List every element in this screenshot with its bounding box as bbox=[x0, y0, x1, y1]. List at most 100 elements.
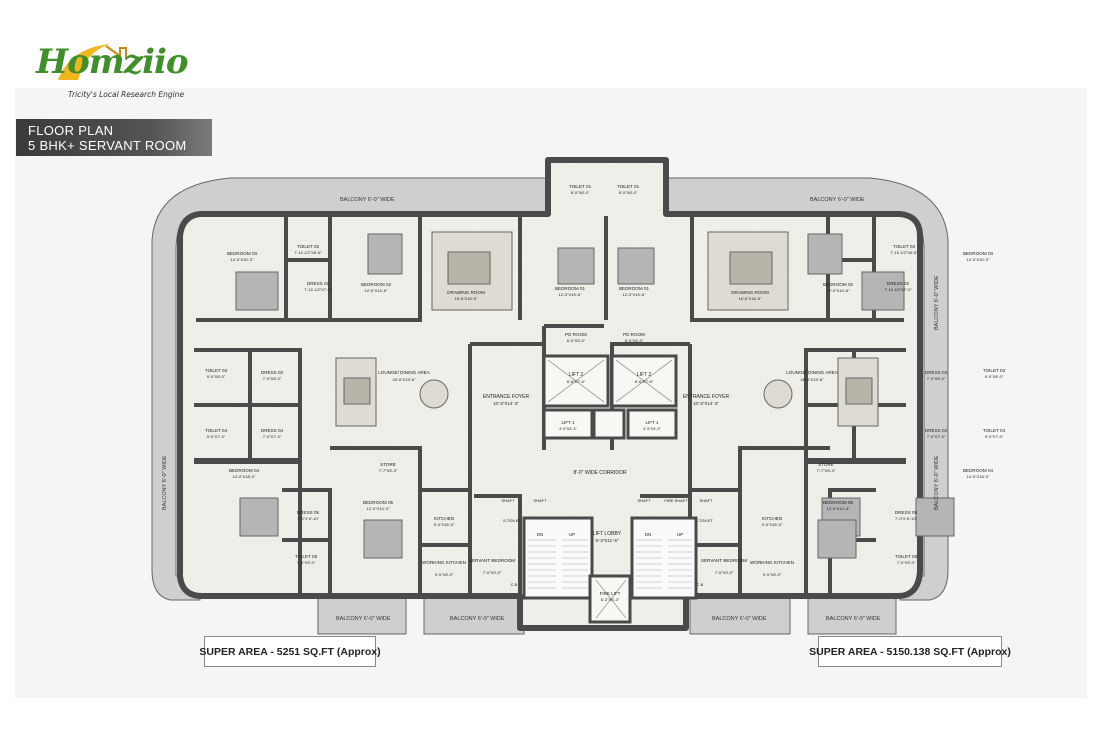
r-store-dim: 7'-7"X5'-3" bbox=[817, 468, 836, 473]
l-store: STORE bbox=[380, 462, 396, 467]
lift1-right-dim: 4'-9"X4'-3" bbox=[643, 427, 661, 431]
r-lounge-dim: 26'-6"X19'-6" bbox=[800, 377, 824, 382]
l-lounge: LOUNGE/ DINING AREA bbox=[378, 370, 430, 375]
beds bbox=[235, 233, 955, 559]
l-bedroom5: BEDROOM 05 bbox=[363, 500, 394, 505]
l-bedroom3: BEDROOM 03 bbox=[227, 251, 258, 256]
shaft-label-3: SHAFT bbox=[637, 498, 651, 503]
l-toilet1-dim: 6'-0"X8'-0" bbox=[571, 190, 590, 195]
l-dress5: DRESS 05 bbox=[297, 510, 320, 515]
l-toilet3-dim: 9'-0"X8'-0" bbox=[207, 374, 226, 379]
r-toilet3-dim: 9'-0"X8'-0" bbox=[985, 374, 1004, 379]
l-dress3-dim: 7'-0"X8'-0" bbox=[263, 376, 282, 381]
l-bedroom2: BEDROOM 02 bbox=[361, 282, 392, 287]
lift1-left-label: LIFT 1 bbox=[562, 420, 575, 425]
lift-lobby-dim: 6'-3"X11'-6" bbox=[595, 538, 618, 543]
r-bedroom4-dim: 14'-0"X18'-0" bbox=[966, 474, 990, 479]
title-line-1: FLOOR PLAN bbox=[28, 123, 114, 138]
l-dress4: DRESS 04 bbox=[261, 428, 284, 433]
l-bedroom4-dim: 14'-0"X18'-0" bbox=[232, 474, 256, 479]
foyer-right-dim: 10'-3"X14'-3" bbox=[693, 401, 719, 406]
l-bedroom4: BEDROOM 04 bbox=[229, 468, 260, 473]
l-toilet5: TOILET 05 bbox=[295, 554, 318, 559]
stair-dn-left: DN bbox=[537, 532, 544, 537]
r-bedroom5-dim: 12'-0"X14'-3" bbox=[826, 506, 850, 511]
r-bedroom3: BEDROOM 03 bbox=[963, 251, 994, 256]
l-servant: SERVANT BEDROOM bbox=[469, 558, 515, 563]
r-dress4-dim: 7'-0"X7'-0" bbox=[927, 434, 946, 439]
stair-treads bbox=[528, 539, 692, 589]
l-pooja-dim: 6'-0"X5'-0" bbox=[567, 338, 586, 343]
r-dress2-dim: 7'-10 1/2"X7'-0" bbox=[884, 287, 912, 292]
r-bedroom1: BEDROOM 01 bbox=[619, 286, 650, 291]
r-store: STORE bbox=[818, 462, 834, 467]
sofas bbox=[335, 231, 879, 427]
balcony-label-bottom-2: BALCONY 6'-0" WIDE bbox=[450, 616, 505, 622]
r-toilet4-dim: 9'-0"X7'-0" bbox=[985, 434, 1004, 439]
lift1-right-label: LIFT 1 bbox=[646, 420, 659, 425]
l-toilet2-dim: 7'-10 1/2"X8'-6" bbox=[294, 250, 322, 255]
l-toilet4-dim: 9'-0"X7'-0" bbox=[207, 434, 226, 439]
balcony-label-bottom-3: BALCONY 6'-0" WIDE bbox=[712, 616, 767, 622]
r-servant-toilet: S.TOILET bbox=[695, 518, 713, 523]
r-working: WORKING KITCHEN bbox=[750, 560, 794, 565]
r-toilet3: TOILET 03 bbox=[983, 368, 1006, 373]
l-dress5-dim: 7'-0"X 6'-10" bbox=[297, 516, 320, 521]
r-cb: C.B bbox=[697, 582, 704, 587]
brand-name: Homziio bbox=[36, 42, 189, 82]
l-kitchen: KITCHEN bbox=[434, 516, 454, 521]
l-bedroom1: BEDROOM 01 bbox=[555, 286, 586, 291]
l-dress2: DRESS 02 bbox=[307, 281, 330, 286]
l-dress3: DRESS 03 bbox=[261, 370, 284, 375]
shaft-label-2: SHAFT bbox=[533, 498, 547, 503]
l-working: WORKING KITCHEN bbox=[422, 560, 466, 565]
r-dress3: DRESS 03 bbox=[925, 370, 948, 375]
r-bedroom2-dim: 12'-0"X14'-6" bbox=[826, 288, 850, 293]
l-dress4-dim: 7'-0"X7'-0" bbox=[263, 434, 282, 439]
balcony-bottom-right bbox=[807, 597, 897, 635]
l-servant-toilet: S.TOILET bbox=[503, 518, 521, 523]
l-lounge-dim: 26'-6"X19'-6" bbox=[392, 377, 416, 382]
left-unit-walls bbox=[194, 216, 608, 596]
lift2-left-label: LIFT 2 bbox=[569, 372, 584, 378]
r-kitchen-dim: 9'-0"X16'-0" bbox=[762, 522, 783, 527]
balcony-label-side-left: BALCONY 6'-0" WIDE bbox=[162, 455, 168, 510]
l-toilet4: TOILET 04 bbox=[205, 428, 228, 433]
r-bedroom1-dim: 12'-0"X15'-6" bbox=[622, 292, 646, 297]
r-servant-dim: 7'-0"X9'-0" bbox=[715, 570, 734, 575]
brand-tagline: Tricity's Local Research Engine bbox=[68, 90, 185, 99]
title-banner: FLOOR PLAN 5 BHK+ SERVANT ROOM bbox=[16, 119, 212, 156]
super-area-left: SUPER AREA - 5251 SQ.FT (Approx) bbox=[199, 636, 381, 667]
l-bedroom5-dim: 12'-0"X14'-3" bbox=[366, 506, 390, 511]
l-toilet3: TOILET 03 bbox=[205, 368, 228, 373]
stair-dn-right: DN bbox=[645, 532, 652, 537]
r-drawing: DRAWING ROOM bbox=[731, 290, 769, 295]
r-toilet1: TOILET 01 bbox=[617, 184, 640, 189]
l-kitchen-dim: 9'-0"X16'-0" bbox=[434, 522, 455, 527]
l-store-dim: 7'-7"X5'-3" bbox=[379, 468, 398, 473]
fire-lift-label: FIRE LIFT bbox=[600, 591, 621, 596]
balcony-label-top-left: BALCONY 6'-0" WIDE bbox=[340, 197, 395, 203]
r-bedroom4: BEDROOM 04 bbox=[963, 468, 994, 473]
balcony-label-side-right-lower: BALCONY 6'-0" WIDE bbox=[934, 455, 940, 510]
r-lounge: LOUNGE/ DINING AREA bbox=[786, 370, 838, 375]
lift2-left-dim: 8'-6"X7'-6" bbox=[567, 379, 586, 384]
l-bedroom3-dim: 14'-0"X20'-3" bbox=[230, 257, 254, 262]
l-working-dim: 9'-0"X8'-0" bbox=[435, 572, 454, 577]
r-toilet4: TOILET 04 bbox=[983, 428, 1006, 433]
l-drawing: DRAWING ROOM bbox=[447, 290, 485, 295]
foyer-left-dim: 10'-3"X14'-3" bbox=[493, 401, 519, 406]
l-servant-dim: 7'-0"X9'-0" bbox=[483, 570, 502, 575]
fire-lift-dim: 6'-3"X6'-3" bbox=[601, 597, 620, 602]
stair-up-right: UP bbox=[677, 532, 683, 537]
r-servant: SERVANT BEDROOM bbox=[701, 558, 747, 563]
l-toilet1: TOILET 01 bbox=[569, 184, 592, 189]
l-bedroom1-dim: 12'-0"X15'-6" bbox=[558, 292, 582, 297]
r-dress5-dim: 7'-0"X 6'-10" bbox=[895, 516, 918, 521]
corridor-label: 8'-0" WIDE CORRIDOR bbox=[573, 470, 626, 476]
l-bedroom2-dim: 12'-0"X14'-6" bbox=[364, 288, 388, 293]
r-toilet5: TOILET 05 bbox=[895, 554, 918, 559]
l-toilet5-dim: 7'-0"X9'-0" bbox=[297, 560, 316, 565]
foyer-right-label: ENTRANCE FOYER bbox=[683, 394, 730, 400]
